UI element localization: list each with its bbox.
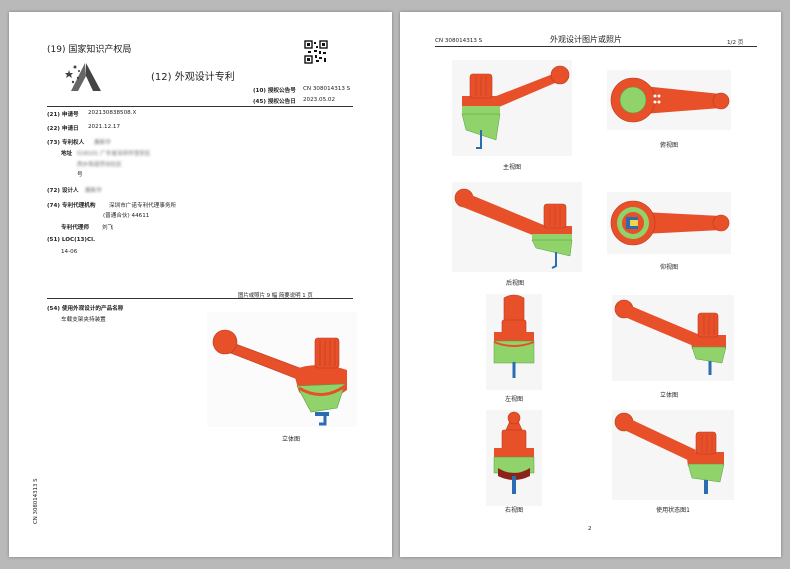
main-figure-caption: 立体图 bbox=[281, 436, 300, 443]
caption-perspective-view: 立体图 bbox=[659, 392, 678, 399]
agency-value: 深圳市广诺专利代理事务所 bbox=[109, 203, 177, 209]
header-rule bbox=[47, 106, 353, 107]
app-no-value: 202130838508.X bbox=[88, 110, 137, 116]
agency-label: (74) 专利代理机构 bbox=[47, 203, 96, 209]
patent-figures-page: CN 308014313 S 外观设计图片或照片 1/2 页 主视图 俯视图 bbox=[400, 12, 781, 557]
figure-bottom-view bbox=[607, 192, 731, 254]
main-perspective-figure bbox=[207, 312, 357, 427]
figure-perspective-view bbox=[612, 295, 734, 381]
app-date-label: (22) 申请日 bbox=[47, 126, 79, 132]
header-title: 外观设计图片或照片 bbox=[550, 35, 622, 44]
figure-top-view bbox=[607, 70, 731, 130]
header-publication-number: CN 308014313 S bbox=[435, 38, 483, 44]
loc-value: 14-06 bbox=[61, 249, 78, 255]
app-date-value: 2021.12.17 bbox=[88, 124, 121, 130]
caption-front-view: 主视图 bbox=[502, 164, 521, 171]
qr-code-icon bbox=[304, 40, 328, 64]
product-name-label: (54) 使用外观设计的产品名称 bbox=[47, 306, 124, 312]
header-page-count: 1/2 页 bbox=[727, 40, 744, 46]
address-line-1: 518101 广东省深圳市宝安区 bbox=[77, 151, 151, 157]
designer-value: 黄新华 bbox=[85, 188, 102, 194]
address-line-3: 号 bbox=[77, 172, 83, 178]
pub-date-value: 2023.05.02 bbox=[303, 97, 336, 103]
figure-counts: 图片或照片 9 幅 简要说明 1 页 bbox=[238, 293, 313, 299]
agency-value-2: (普通合伙) 44611 bbox=[103, 213, 150, 219]
caption-bottom-view: 仰视图 bbox=[659, 264, 678, 271]
patent-front-page: (19) 国家知识产权局 (12) 外观设计专利 (10) 授权公告号 CN 3… bbox=[9, 12, 392, 557]
header-rule bbox=[435, 46, 757, 47]
pub-no-value: CN 308014313 S bbox=[303, 86, 351, 92]
figure-left-view bbox=[486, 294, 542, 390]
cnipa-logo-icon bbox=[65, 63, 101, 91]
page-number: 2 bbox=[588, 526, 592, 532]
figure-front-view bbox=[452, 60, 572, 156]
counts-rule bbox=[47, 298, 353, 299]
agent-label: 专利代理师 bbox=[61, 225, 89, 231]
app-no-label: (21) 申请号 bbox=[47, 112, 79, 118]
caption-rear-view: 后视图 bbox=[505, 280, 524, 287]
product-name-value: 车载支架夹持装置 bbox=[61, 317, 106, 323]
caption-usage-view: 使用状态图1 bbox=[656, 507, 690, 514]
office-name: (19) 国家知识产权局 bbox=[47, 45, 132, 55]
caption-top-view: 俯视图 bbox=[659, 142, 678, 149]
figure-right-view bbox=[486, 410, 542, 506]
figure-usage-view bbox=[612, 410, 734, 500]
caption-left-view: 左视图 bbox=[504, 396, 523, 403]
patentee-value: 黄新华 bbox=[94, 140, 111, 146]
caption-right-view: 右视图 bbox=[504, 507, 523, 514]
designer-label: (72) 设计人 bbox=[47, 188, 79, 194]
document-type: (12) 外观设计专利 bbox=[151, 72, 235, 83]
agent-value: 刘飞 bbox=[102, 225, 114, 231]
figure-rear-view bbox=[452, 182, 582, 272]
address-line-2: 西乡街道劳动社区 bbox=[77, 162, 122, 168]
pub-no-label: (10) 授权公告号 bbox=[253, 88, 296, 94]
patentee-label: (73) 专利权人 bbox=[47, 140, 85, 146]
loc-label: (51) LOC(13)Cl. bbox=[47, 237, 96, 243]
address-label: 地址 bbox=[61, 151, 73, 157]
pub-date-label: (45) 授权公告日 bbox=[253, 99, 296, 105]
side-publication-number: CN 308014313 S bbox=[33, 478, 39, 524]
